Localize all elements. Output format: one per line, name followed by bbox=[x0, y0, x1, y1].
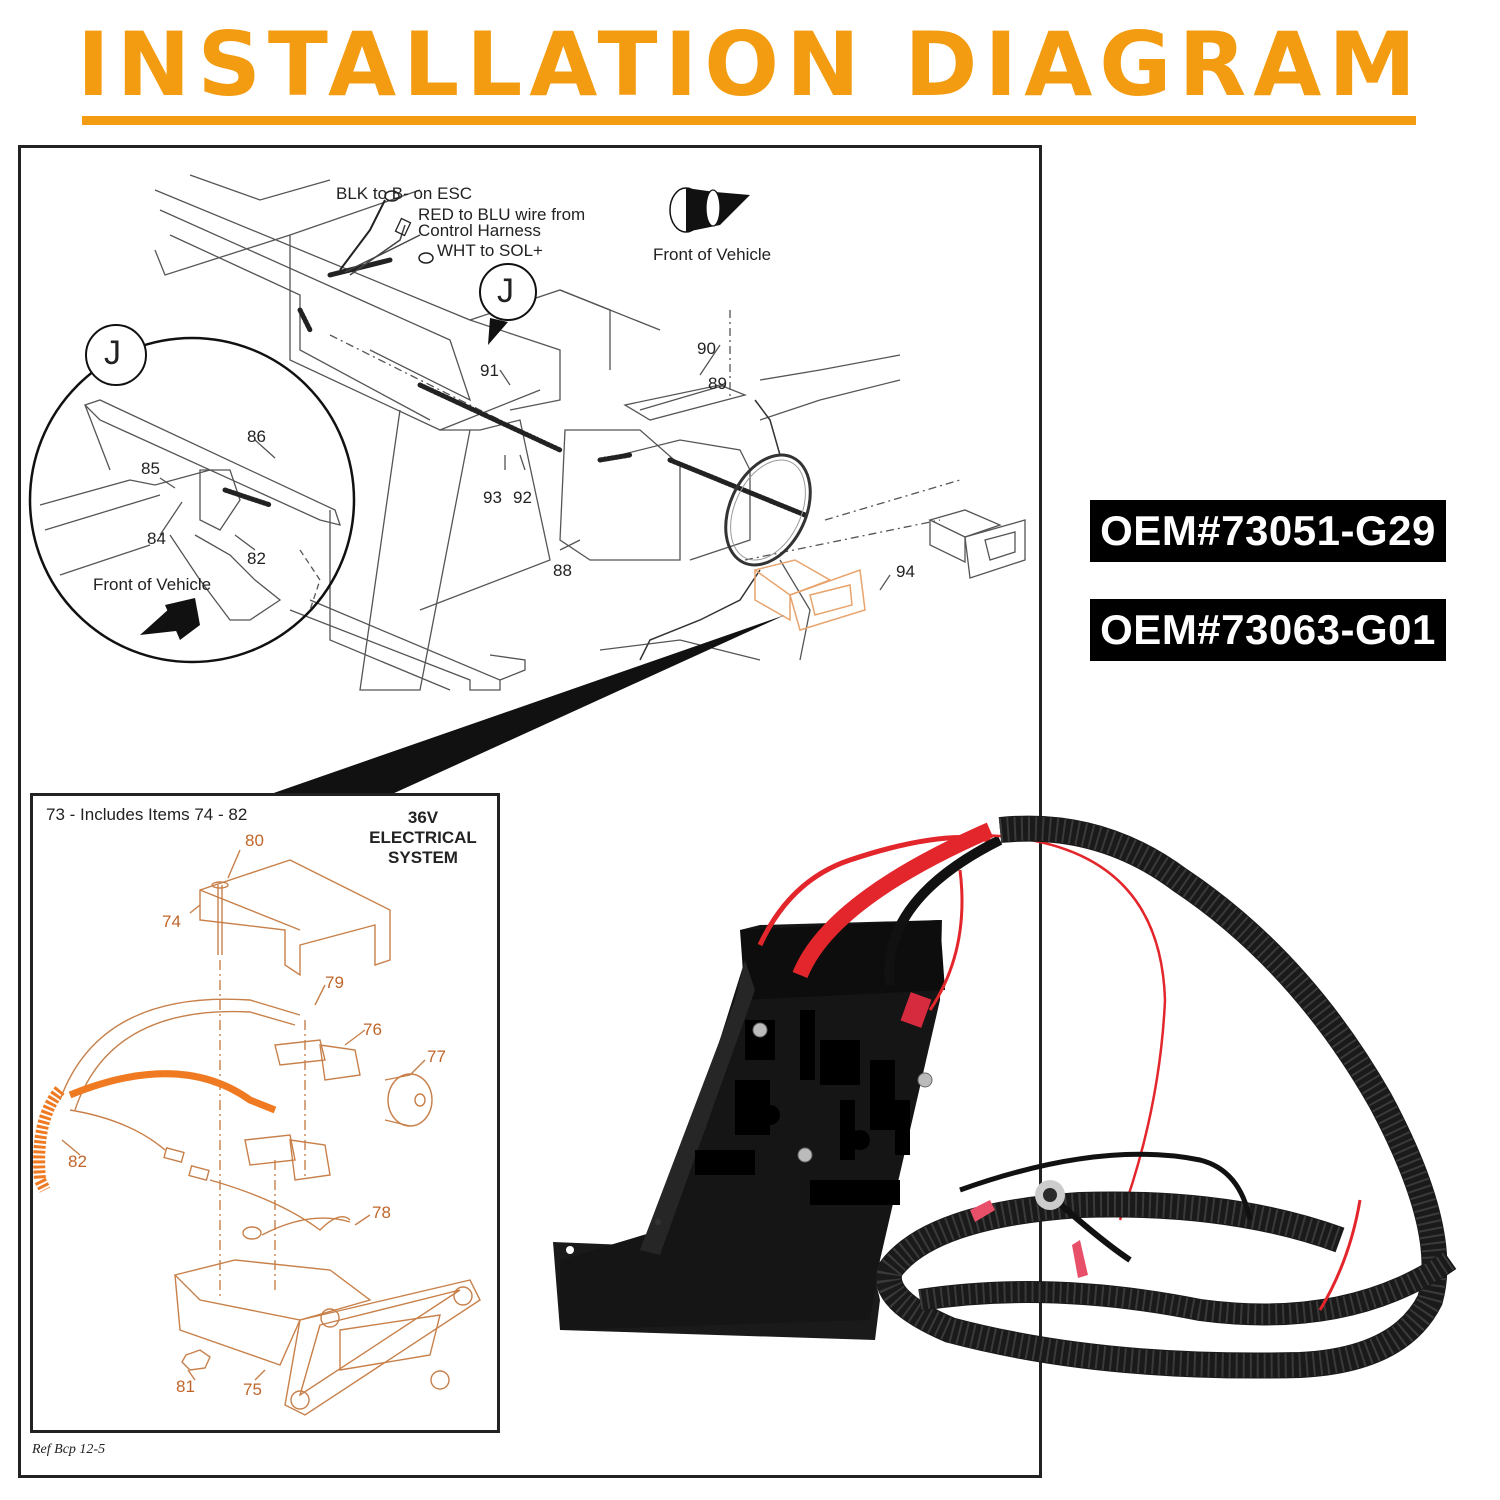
system-line-2: ELECTRICAL bbox=[369, 828, 477, 847]
part-88: 88 bbox=[553, 561, 572, 580]
wire-note-blk: BLK to B- on ESC bbox=[336, 184, 473, 203]
part-89: 89 bbox=[708, 374, 727, 393]
inset-part-80: 80 bbox=[245, 831, 264, 850]
wire-note-red-2: Control Harness bbox=[418, 221, 541, 240]
inset-part-82: 82 bbox=[68, 1152, 87, 1171]
inset-part-81: 81 bbox=[176, 1377, 195, 1396]
inset-part-78: 78 bbox=[372, 1203, 391, 1222]
system-line-3: SYSTEM bbox=[388, 848, 458, 867]
front-arrow-detail-icon bbox=[140, 598, 200, 640]
detail-marker-main: J bbox=[497, 272, 514, 310]
front-arrow-icon bbox=[669, 187, 750, 233]
wire-note-wht: WHT to SOL+ bbox=[437, 241, 543, 260]
oem-label-1: OEM#73051-G29 bbox=[1090, 500, 1446, 562]
part-84: 84 bbox=[147, 529, 166, 548]
parts-inset bbox=[30, 793, 500, 1433]
inset-caption: 73 - Includes Items 74 - 82 bbox=[46, 805, 248, 824]
part-85: 85 bbox=[141, 459, 160, 478]
inset-part-77: 77 bbox=[427, 1047, 446, 1066]
part-91: 91 bbox=[480, 361, 499, 380]
wire-note-red-1: RED to BLU wire from bbox=[418, 205, 586, 224]
part-94: 94 bbox=[896, 562, 915, 581]
title-underline bbox=[82, 116, 1416, 125]
reference-note: Ref Bcp 12-5 bbox=[32, 1442, 106, 1457]
inset-part-76: 76 bbox=[363, 1020, 382, 1039]
oem-label-2: OEM#73063-G01 bbox=[1090, 599, 1446, 661]
inset-part-74: 74 bbox=[162, 912, 181, 931]
detail-marker-j: J bbox=[104, 334, 121, 372]
part-82-detail: 82 bbox=[247, 549, 266, 568]
front-of-vehicle-detail-label: Front of Vehicle bbox=[93, 575, 212, 594]
part-86: 86 bbox=[247, 427, 266, 446]
diagram-frame bbox=[18, 145, 1042, 1478]
system-label: 36V ELECTRICAL SYSTEM bbox=[358, 808, 488, 868]
page-title: INSTALLATION DIAGRAM bbox=[77, 12, 1423, 116]
part-90: 90 bbox=[697, 339, 716, 358]
part-93: 93 bbox=[483, 488, 502, 507]
part-92: 92 bbox=[513, 488, 532, 507]
front-of-vehicle-label: Front of Vehicle bbox=[653, 245, 772, 264]
inset-part-79: 79 bbox=[325, 973, 344, 992]
inset-part-75: 75 bbox=[243, 1380, 262, 1399]
system-line-1: 36V bbox=[407, 808, 439, 827]
